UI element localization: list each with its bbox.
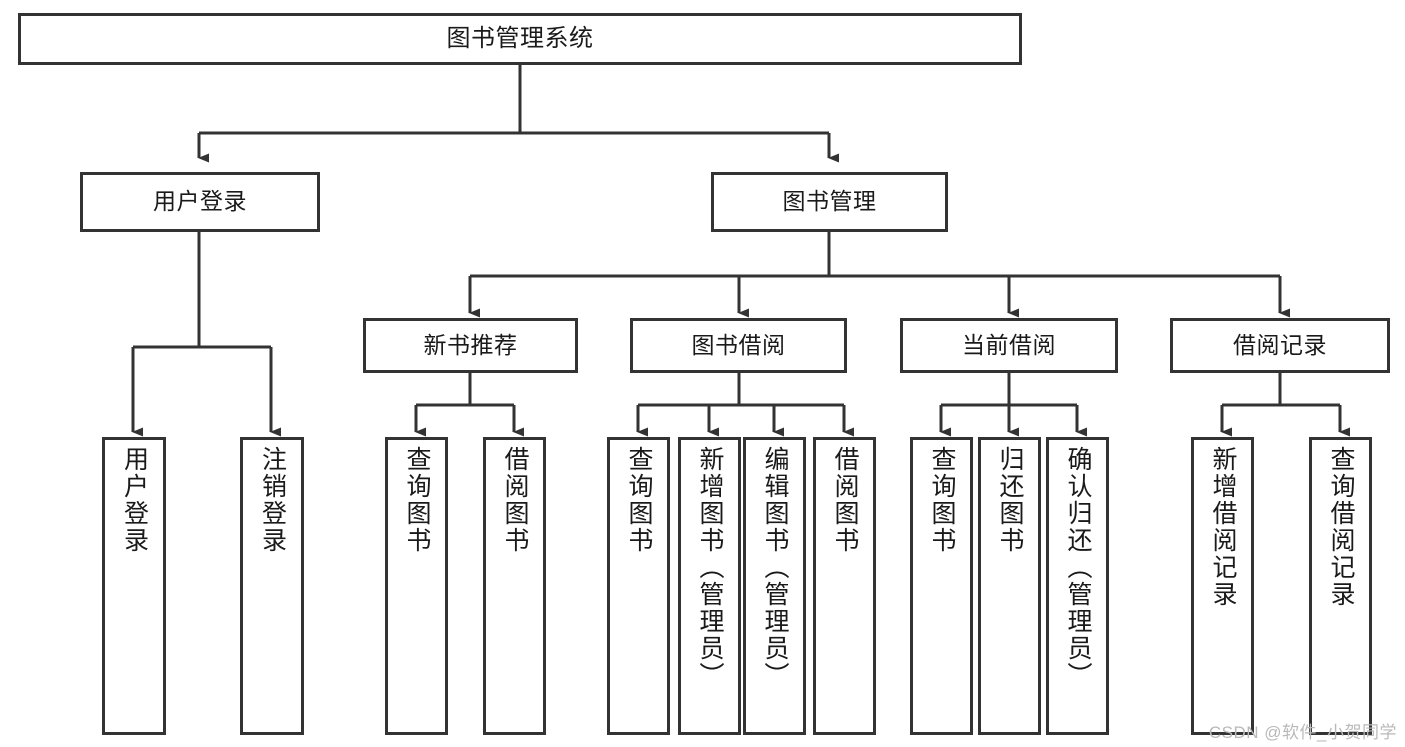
node-label: 图书管理 bbox=[782, 188, 877, 215]
leaf-current-borrow-confirm-return[interactable]: 确认归还（管理员） bbox=[1046, 437, 1109, 735]
leaf-borrow-record-query[interactable]: 查询借阅记录 bbox=[1309, 437, 1372, 735]
node-book-borrow[interactable]: 图书借阅 bbox=[630, 318, 847, 373]
node-label: 图书管理系统 bbox=[446, 24, 594, 52]
node-label: 图书借阅 bbox=[691, 331, 786, 358]
node-current-borrow[interactable]: 当前借阅 bbox=[900, 318, 1118, 373]
node-label: 用户登录 bbox=[153, 188, 247, 215]
node-label: 编辑图书（管理员） bbox=[761, 446, 789, 689]
leaf-current-borrow-query[interactable]: 查询图书 bbox=[910, 437, 973, 735]
leaf-book-borrow-borrow[interactable]: 借阅图书 bbox=[813, 437, 876, 735]
node-user-login[interactable]: 用户登录 bbox=[80, 172, 320, 232]
node-label: 查询图书 bbox=[403, 446, 431, 554]
node-label: 确认归还（管理员） bbox=[1064, 446, 1092, 689]
leaf-borrow-record-add[interactable]: 新增借阅记录 bbox=[1191, 437, 1254, 735]
node-root-book-management-system[interactable]: 图书管理系统 bbox=[18, 13, 1022, 65]
leaf-user-login-logout[interactable]: 注销登录 bbox=[240, 437, 304, 735]
node-label: 借阅记录 bbox=[1233, 331, 1327, 358]
node-label: 新增图书（管理员） bbox=[696, 446, 724, 689]
node-label: 注销登录 bbox=[258, 446, 287, 554]
node-label: 归还图书 bbox=[996, 446, 1024, 554]
node-borrow-record[interactable]: 借阅记录 bbox=[1170, 318, 1390, 373]
node-label: 借阅图书 bbox=[501, 446, 529, 554]
node-label: 查询图书 bbox=[928, 446, 956, 554]
node-book-management[interactable]: 图书管理 bbox=[711, 172, 948, 232]
node-label: 新增借阅记录 bbox=[1209, 446, 1237, 608]
leaf-user-login-login[interactable]: 用户登录 bbox=[102, 437, 166, 735]
node-new-book-recommend[interactable]: 新书推荐 bbox=[363, 318, 578, 373]
leaf-new-book-borrow[interactable]: 借阅图书 bbox=[483, 437, 546, 735]
node-label: 借阅图书 bbox=[831, 446, 859, 554]
leaf-book-borrow-edit[interactable]: 编辑图书（管理员） bbox=[743, 437, 806, 735]
leaf-new-book-query[interactable]: 查询图书 bbox=[385, 437, 448, 735]
leaf-book-borrow-query[interactable]: 查询图书 bbox=[607, 437, 670, 735]
node-label: 当前借阅 bbox=[962, 331, 1056, 358]
leaf-book-borrow-add[interactable]: 新增图书（管理员） bbox=[678, 437, 741, 735]
node-label: 用户登录 bbox=[120, 446, 149, 554]
leaf-current-borrow-return[interactable]: 归还图书 bbox=[978, 437, 1041, 735]
watermark: CSDN @软件_小贺同学 bbox=[1208, 723, 1397, 742]
node-label: 新书推荐 bbox=[423, 331, 518, 358]
node-label: 查询图书 bbox=[625, 446, 653, 554]
node-label: 查询借阅记录 bbox=[1327, 446, 1355, 608]
